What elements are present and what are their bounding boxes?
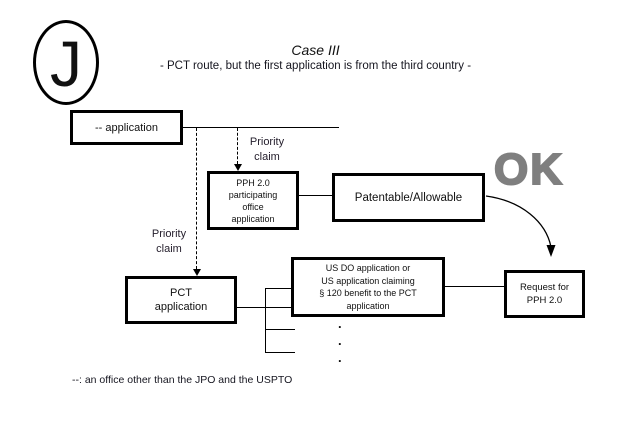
jpo-logo: J [33, 20, 99, 105]
priority-arrow-left-arrowhead-icon [192, 269, 201, 276]
bracket-spine [265, 288, 267, 353]
priority-arrow-top-arrowhead-icon [233, 164, 242, 171]
application-box: -- application [70, 110, 183, 145]
ok-status-text: OK [493, 145, 564, 194]
request-pph-box: Request for PPH 2.0 [504, 270, 585, 318]
title-block: Case III - PCT route, but the first appl… [0, 42, 631, 72]
priority-claim-label-left: Priority claim [151, 228, 187, 255]
pph-participating-office-box: PPH 2.0 participating office application [207, 171, 299, 230]
priority-arrow-top-dashed-line [237, 128, 238, 164]
jpo-logo-letter: J [50, 27, 82, 100]
bracket-tick-3 [265, 352, 295, 354]
pct-application-label: PCT application [154, 287, 208, 313]
request-pph-label: Request for PPH 2.0 [519, 282, 570, 306]
pph-participating-office-label: PPH 2.0 participating office application [228, 177, 278, 224]
application-box-label: -- application [95, 121, 158, 134]
bracket-top-to-usdo [265, 288, 291, 290]
pct-application-box: PCT application [125, 276, 237, 324]
priority-claim-label-top: Priority claim [249, 136, 285, 163]
patentable-allowable-label: Patentable/Allowable [354, 191, 463, 204]
footnote-legend: --: an office other than the JPO and the… [72, 374, 293, 386]
connector-pph-to-patentable [299, 195, 332, 197]
us-do-application-label: US DO application or US application clai… [319, 263, 417, 311]
vertical-ellipsis-dots: . . . [338, 316, 342, 365]
patentable-allowable-box: Patentable/Allowable [332, 173, 485, 222]
us-do-application-box: US DO application or US application clai… [291, 257, 445, 317]
case-subtitle: - PCT route, but the first application i… [159, 60, 472, 72]
connector-application-right [183, 127, 339, 129]
connector-usdo-to-request [445, 286, 504, 288]
priority-arrow-left-dashed-line [196, 128, 197, 269]
bracket-tick-2 [265, 329, 295, 331]
case-title: Case III [291, 42, 340, 58]
